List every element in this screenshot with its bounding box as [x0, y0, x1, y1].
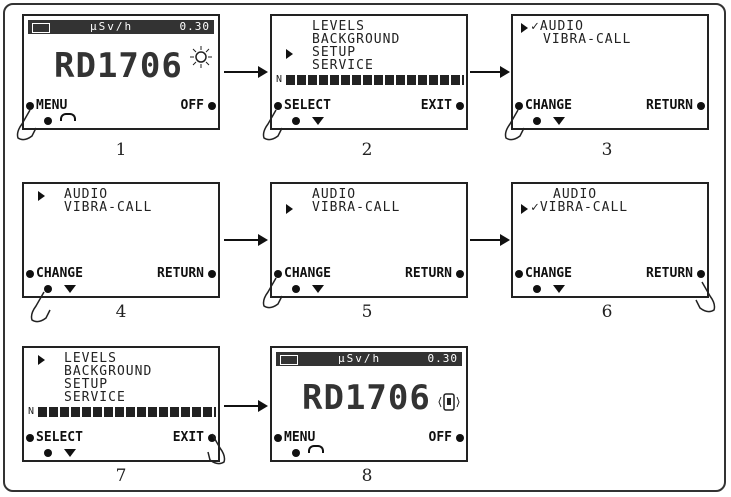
bottom-left-button[interactable]	[292, 285, 300, 293]
finger-press-icon	[500, 108, 526, 142]
selection-pointer	[38, 355, 45, 365]
screen-2: LEVELS BACKGROUND SETUP SERVICE N SELECT…	[270, 14, 468, 130]
return-label: RETURN	[157, 267, 204, 281]
right-button[interactable]	[456, 102, 464, 110]
select-label: SELECT	[284, 99, 331, 113]
down-arrow-icon	[553, 285, 565, 293]
selection-pointer	[521, 204, 528, 214]
bottom-left-button[interactable]	[533, 285, 541, 293]
down-arrow-icon	[553, 117, 565, 125]
bottom-left-button[interactable]	[292, 449, 300, 457]
flow-arrow	[222, 232, 268, 248]
flow-arrow	[468, 64, 510, 80]
menu-item-service: SERVICE	[64, 391, 126, 404]
down-arrow-icon	[64, 449, 76, 457]
dose-rate-value: 0.30	[180, 20, 211, 34]
left-button[interactable]	[515, 270, 523, 278]
dose-rate-unit: µSv/h	[338, 352, 381, 366]
screen-6: AUDIO ✓VIBRA-CALL CHANGE RETURN	[511, 182, 709, 298]
battery-icon	[32, 23, 50, 33]
menu-item-vibra-call: VIBRA-CALL	[64, 201, 152, 214]
step-number: 2	[352, 140, 382, 160]
screen-3: ✓AUDIO VIBRA-CALL CHANGE RETURN	[511, 14, 709, 130]
model-name: RD1706	[54, 46, 183, 86]
right-button[interactable]	[697, 270, 705, 278]
selection-pointer	[38, 191, 45, 201]
dose-rate-value: 0.30	[428, 352, 459, 366]
change-label: CHANGE	[525, 267, 572, 281]
right-button[interactable]	[208, 270, 216, 278]
step-number: 7	[106, 466, 136, 486]
right-button[interactable]	[697, 102, 705, 110]
exit-label: EXIT	[173, 431, 204, 445]
finger-press-icon	[206, 432, 236, 466]
model-name: RD1706	[302, 378, 431, 418]
sound-on-icon	[188, 44, 214, 70]
flow-arrow	[222, 398, 268, 414]
off-label: OFF	[181, 99, 204, 113]
level-bar-label: N	[28, 406, 34, 418]
finger-press-icon	[12, 108, 38, 142]
menu-item-vibra-call: ✓VIBRA-CALL	[531, 201, 628, 214]
down-arrow-icon	[312, 285, 324, 293]
step-number: 1	[106, 140, 136, 160]
menu-item-vibra-call: VIBRA-CALL	[543, 33, 631, 46]
change-label: CHANGE	[284, 267, 331, 281]
select-label: SELECT	[36, 431, 83, 445]
down-arrow-icon	[312, 117, 324, 125]
step-number: 6	[592, 302, 622, 322]
finger-press-icon	[258, 276, 284, 310]
level-bar-label: N	[276, 74, 282, 86]
left-button[interactable]	[274, 434, 282, 442]
step-number: 5	[352, 302, 382, 322]
right-button[interactable]	[208, 102, 216, 110]
screen-7: LEVELS BACKGROUND SETUP SERVICE N SELECT…	[22, 346, 220, 462]
right-button[interactable]	[456, 270, 464, 278]
backlight-icon	[60, 113, 76, 121]
menu-label: MENU	[36, 99, 67, 113]
screen-4: AUDIO VIBRA-CALL CHANGE RETURN	[22, 182, 220, 298]
selection-pointer	[286, 204, 293, 214]
screen-8: µSv/h 0.30 RD1706 MENU OFF	[270, 346, 468, 462]
step-number: 3	[592, 140, 622, 160]
finger-press-icon	[694, 280, 720, 314]
change-label: CHANGE	[36, 267, 83, 281]
menu-item-vibra-call: VIBRA-CALL	[312, 201, 400, 214]
bottom-left-button[interactable]	[44, 449, 52, 457]
flow-arrow	[468, 232, 510, 248]
return-label: RETURN	[646, 267, 693, 281]
status-bar: µSv/h 0.30	[28, 20, 214, 34]
screen-5: AUDIO VIBRA-CALL CHANGE RETURN	[270, 182, 468, 298]
selection-pointer	[286, 49, 293, 59]
return-label: RETURN	[405, 267, 452, 281]
level-bar	[38, 407, 216, 417]
screen-1: µSv/h 0.30 RD1706 MENU OFF	[22, 14, 220, 130]
menu-label: MENU	[284, 431, 315, 445]
battery-icon	[280, 355, 298, 365]
exit-label: EXIT	[421, 99, 452, 113]
menu-item-service: SERVICE	[312, 59, 374, 72]
level-bar	[286, 75, 464, 85]
flow-arrow	[222, 64, 268, 80]
down-arrow-icon	[64, 285, 76, 293]
change-label: CHANGE	[525, 99, 572, 113]
left-button[interactable]	[26, 270, 34, 278]
return-label: RETURN	[646, 99, 693, 113]
dose-rate-unit: µSv/h	[90, 20, 133, 34]
status-bar: µSv/h 0.30	[276, 352, 462, 366]
step-number: 8	[352, 466, 382, 486]
backlight-icon	[308, 445, 324, 453]
step-number: 4	[106, 302, 136, 322]
bottom-left-button[interactable]	[533, 117, 541, 125]
finger-press-icon	[258, 108, 284, 142]
right-button[interactable]	[456, 434, 464, 442]
off-label: OFF	[429, 431, 452, 445]
bottom-left-button[interactable]	[292, 117, 300, 125]
left-button[interactable]	[26, 434, 34, 442]
finger-press-icon	[26, 290, 52, 324]
selection-pointer	[521, 23, 528, 33]
bottom-left-button[interactable]	[44, 117, 52, 125]
vibration-icon	[436, 392, 462, 412]
